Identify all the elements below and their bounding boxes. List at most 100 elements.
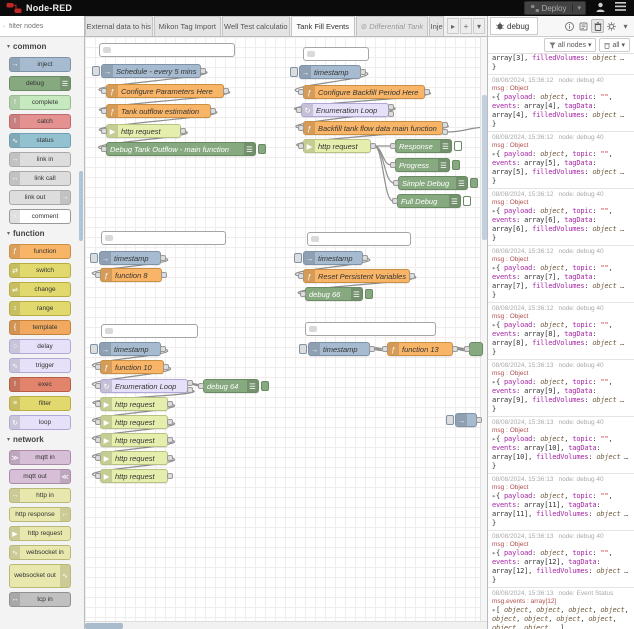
output-port-1[interactable] [388,104,394,110]
help-book-icon[interactable] [577,19,590,33]
info-icon[interactable] [563,19,576,33]
debug-node-full-debug[interactable]: Full Debug☰ [397,194,461,208]
input-port[interactable] [390,143,396,149]
inject-button[interactable] [90,344,98,354]
output-port[interactable] [424,89,430,95]
inject-node-timestamp[interactable]: →timestamp [99,251,161,265]
http-node-http-request[interactable]: ▶http request [303,139,371,153]
output-port[interactable] [223,88,229,94]
sidebar-menu-caret[interactable]: ▾ [623,21,628,31]
palette-scrollbar[interactable] [79,171,83,241]
output-port-2[interactable] [187,387,193,393]
debug-node-response[interactable]: Response☰ [395,139,452,153]
output-port[interactable] [370,143,376,149]
comment-node-calculate-rate-of-outflow[interactable] [99,43,235,57]
input-port[interactable] [95,473,101,479]
debug-node-debug-tank-outflow-main-function[interactable]: Debug Tank Outflow - main function☰ [106,142,256,156]
output-port-2[interactable] [442,129,448,135]
flow-tab-Tank-Fill-Events[interactable]: Tank Fill Events [290,16,355,36]
input-port[interactable] [296,107,302,113]
palette-node-link-out[interactable]: link out→ [9,190,71,205]
input-port[interactable] [298,125,304,131]
debug-toggle-button[interactable] [452,160,460,170]
palette-section-header-function[interactable]: ▾function [0,224,84,240]
output-port[interactable] [452,346,458,352]
inject-node-schedule-every-5-mins[interactable]: →Schedule - every 5 mins [101,64,201,78]
input-port[interactable] [95,419,101,425]
debug-toggle-button[interactable] [470,178,478,188]
palette-node-http-in[interactable]: →http in [9,488,71,503]
http-node-http-request[interactable]: ▶http request [106,124,181,138]
debug-filter-button[interactable]: all nodes▾ [543,38,597,52]
flow-tab-Inje[interactable]: Inje [429,16,444,36]
debug-toggle-button[interactable] [454,141,462,151]
http-node-http-request[interactable]: ▶http request [100,433,168,447]
output-port[interactable] [167,419,173,425]
http-node-http-request[interactable]: ▶http request [100,415,168,429]
palette-search[interactable] [0,16,84,37]
flow-tab-Mikon-Tag-Import[interactable]: Mikon Tag Import [153,16,222,36]
input-port[interactable] [393,180,399,186]
inject-button[interactable] [294,253,302,263]
comment-node-run-backfill[interactable] [303,47,369,61]
palette-node-status[interactable]: ∿status [9,133,71,148]
canvas-horizontal-scrollbar[interactable] [85,621,487,629]
input-port[interactable] [101,146,107,152]
palette-node-template[interactable]: {template [9,320,71,335]
palette-node-websocket-out[interactable]: websocket out∿ [9,564,71,588]
http-node-http-request[interactable]: ▶http request [100,451,168,465]
output-port[interactable] [160,255,166,261]
hamburger-menu-icon[interactable] [615,2,626,14]
comment-node-reset-persistent-variables[interactable] [307,232,411,246]
inject-node-timestamp[interactable]: →timestamp [303,251,363,265]
debug-node-simple-debug[interactable]: Simple Debug☰ [398,176,468,190]
debug-toggle-button[interactable] [463,196,471,206]
inject-button[interactable] [90,253,98,263]
input-port[interactable] [101,128,107,134]
input-port[interactable] [95,401,101,407]
palette-section-header-network[interactable]: ▾network [0,430,84,446]
input-port[interactable] [300,291,306,297]
output-port-1[interactable] [187,380,193,386]
debug-message[interactable]: events: array[3], tagData: array[3], fil… [488,54,634,75]
input-port[interactable] [95,383,101,389]
palette-node-websocket-in[interactable]: ∿websocket in [9,545,71,560]
output-port[interactable] [160,346,166,352]
input-port[interactable] [464,346,470,352]
inject-node-timestamp[interactable]: →timestamp [299,65,361,79]
input-port[interactable] [95,437,101,443]
input-port[interactable] [298,143,304,149]
comment-node-reset-average-for-a-tank[interactable] [101,231,226,245]
palette-node-http-request[interactable]: ▶http request [9,526,71,541]
palette-node-exec[interactable]: !exec [9,377,71,392]
loop-node-enumeration-loop[interactable]: ↻Enumeration Loop [100,379,188,393]
output-port[interactable] [167,401,173,407]
http-node-http-request[interactable]: ▶http request [100,397,168,411]
output-port[interactable] [167,437,173,443]
inject-button[interactable] [299,344,307,354]
user-icon[interactable] [596,2,605,15]
output-port[interactable] [360,69,366,75]
palette-node-comment[interactable]: ◦comment [9,209,71,224]
output-port[interactable] [210,108,216,114]
flow-tab--Differential-Tank[interactable]: ⊘ Differential Tank [355,16,429,36]
debug-toggle-button[interactable] [365,289,373,299]
palette-node-catch[interactable]: !catch [9,114,71,129]
palette-node-complete[interactable]: !complete [9,95,71,110]
palette-node-tcp-in[interactable]: ↔tcp in [9,592,71,607]
deploy-button[interactable]: Deploy ▾ [523,1,586,15]
debug-node-progress[interactable]: Progress☰ [395,158,450,172]
canvas-vertical-scrollbar[interactable] [480,37,487,621]
input-port[interactable] [392,198,398,204]
tab-debug[interactable]: debug [490,17,539,35]
